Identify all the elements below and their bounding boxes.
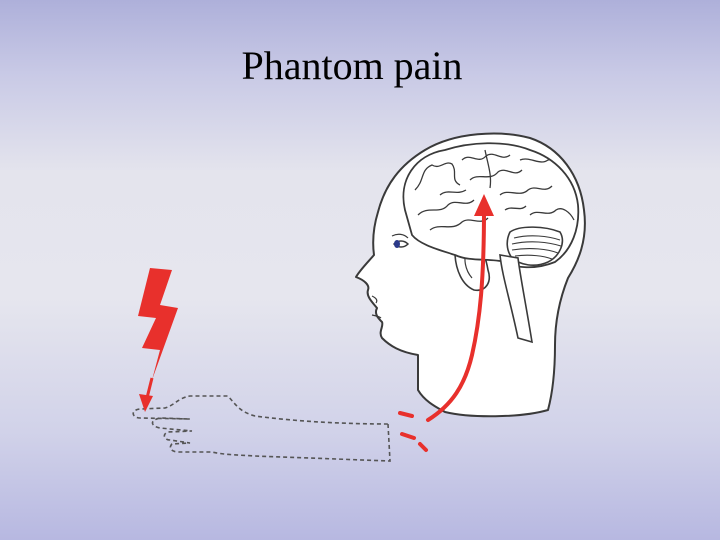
lightning-bolt-icon bbox=[138, 268, 178, 412]
amputation-stump-marks bbox=[400, 413, 426, 450]
iris bbox=[394, 240, 400, 248]
phantom-hand-outline bbox=[133, 396, 390, 461]
